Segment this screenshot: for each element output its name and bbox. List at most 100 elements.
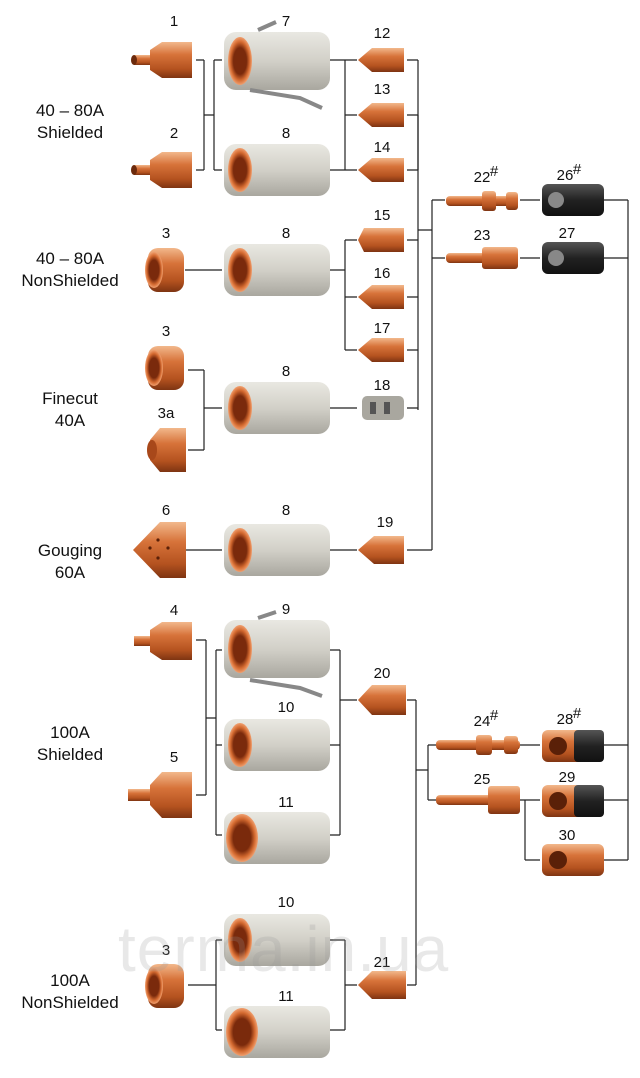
part-number-28: 28 [557, 711, 574, 728]
electrode-22 [446, 191, 518, 211]
part-number-25: 25 [474, 771, 491, 788]
part-number-8: 8 [282, 363, 290, 380]
swirl-ring-29 [542, 785, 604, 817]
group-label-line: 100A [50, 723, 90, 742]
retaining-cap-8 [224, 382, 330, 434]
electrode-24 [436, 735, 520, 755]
group-label-100a-nonshielded: 100A NonShielded [0, 970, 140, 1014]
hash-mark: # [573, 705, 582, 722]
retaining-cap-10 [224, 914, 330, 966]
group-label-finecut-40a: Finecut 40A [0, 388, 140, 432]
group-label-gouging-60a: Gouging 60A [0, 540, 140, 584]
group-label-line: Finecut [42, 389, 98, 408]
nozzle-17 [358, 338, 404, 362]
part-number-13: 13 [374, 81, 391, 98]
part-number-14: 14 [374, 139, 391, 156]
nozzle-14 [358, 158, 404, 182]
part-number-1: 1 [170, 13, 178, 30]
shield-cap-2 [131, 152, 192, 188]
retaining-cap-3-finecut [145, 346, 184, 390]
retaining-cap-8 [224, 524, 330, 576]
part-number-9: 9 [282, 601, 290, 618]
nozzle-13 [358, 103, 404, 127]
part-number-17: 17 [374, 320, 391, 337]
hash-mark: # [490, 163, 499, 180]
group-label-line: Gouging [37, 541, 103, 560]
part-number-10: 10 [278, 699, 295, 716]
part-number-6: 6 [162, 502, 170, 519]
group-label-100a-shielded: 100A Shielded [0, 722, 140, 766]
part-number-16: 16 [374, 265, 391, 282]
part-number-4: 4 [170, 602, 178, 619]
part-number-26: 26 [557, 167, 574, 184]
part-number-20: 20 [374, 665, 391, 682]
retaining-cap-3-100a [145, 964, 184, 1008]
group-label-line: 100A [50, 971, 90, 990]
nozzle-21 [358, 971, 406, 999]
connector-lines [185, 59, 629, 1031]
retaining-cap-11 [224, 1006, 330, 1058]
nozzle-20 [358, 685, 406, 715]
retaining-cap-7 [224, 20, 330, 110]
part-number-12: 12 [374, 25, 391, 42]
part-number-3: 3 [162, 323, 170, 340]
group-label-line: 40 – 80A [35, 101, 105, 120]
swirl-ring-28 [542, 730, 604, 762]
retaining-cap-8 [224, 144, 330, 196]
part-number-27: 27 [559, 225, 576, 242]
part-number-18: 18 [374, 377, 391, 394]
part-number-5: 5 [170, 749, 178, 766]
nozzle-16 [358, 285, 404, 309]
part-number-7: 7 [282, 13, 290, 30]
shield-cap-5 [128, 772, 192, 818]
electrode-25 [436, 786, 520, 814]
part-number-2: 2 [170, 125, 178, 142]
hash-mark: # [490, 707, 499, 724]
group-label-line: Shielded [36, 745, 104, 764]
group-label-line: 60A [54, 563, 86, 582]
shield-cap-1 [131, 42, 192, 78]
group-label-line: 40A [54, 411, 86, 430]
part-number-10: 10 [278, 894, 295, 911]
nozzle-15 [358, 228, 404, 252]
part-number-3a: 3a [158, 405, 175, 422]
group-label-line: NonShielded [21, 993, 119, 1012]
part-number-15: 15 [374, 207, 391, 224]
hash-mark: # [573, 161, 582, 178]
part-number-8: 8 [282, 502, 290, 519]
part-number-3: 3 [162, 942, 170, 959]
nozzle-19 [358, 536, 404, 564]
swirl-ring-18 [362, 396, 404, 420]
group-label-line: Shielded [36, 123, 104, 142]
retaining-cap-10 [224, 719, 330, 771]
shield-cap-4 [134, 622, 192, 660]
watermark: terma.in.ua [118, 913, 450, 985]
part-number-22: 22 [474, 169, 491, 186]
part-number-23: 23 [474, 227, 491, 244]
part-number-30: 30 [559, 827, 576, 844]
nozzle-12 [358, 48, 404, 72]
retaining-cap-3 [145, 248, 184, 292]
group-label-line: 40 – 80A [35, 249, 105, 268]
part-number-11: 11 [278, 794, 294, 811]
part-number-8: 8 [282, 125, 290, 142]
group-label-40-80a-shielded: 40 – 80A Shielded [0, 100, 140, 144]
part-number-29: 29 [559, 769, 576, 786]
gouging-shield-6 [133, 522, 186, 578]
part-number-19: 19 [377, 514, 394, 531]
electrode-23 [446, 247, 518, 269]
swirl-ring-26 [542, 184, 604, 216]
part-number-21: 21 [374, 954, 391, 971]
part-number-8: 8 [282, 225, 290, 242]
swirl-ring-30 [542, 844, 604, 876]
swirl-ring-27 [542, 242, 604, 274]
part-numbers: 1 2 7 8 12 13 14 3 8 15 16 17 3 3a 8 18 … [158, 13, 582, 1005]
group-label-40-80a-nonshielded: 40 – 80A NonShielded [0, 248, 140, 292]
retaining-cap-8 [224, 244, 330, 296]
part-number-24: 24 [474, 713, 491, 730]
retaining-cap-11 [224, 812, 330, 864]
part-number-11: 11 [278, 988, 294, 1005]
part-number-3: 3 [162, 225, 170, 242]
